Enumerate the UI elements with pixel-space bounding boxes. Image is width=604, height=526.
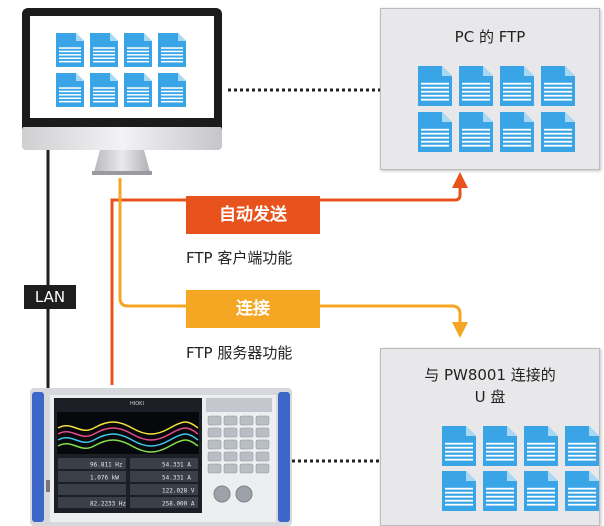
auto-send-arrowhead: [452, 172, 468, 188]
pc-file-icon: [56, 33, 84, 67]
keypad-key: [255, 415, 270, 426]
instrument-brand: HIOKI: [130, 401, 144, 407]
keypad-key: [239, 463, 254, 474]
readout-cell: [58, 458, 126, 469]
readout-value: 1.076 kW: [90, 475, 119, 482]
readout-cell: [130, 484, 198, 495]
keypad-key: [255, 463, 270, 474]
keypad-key: [239, 451, 254, 462]
keypad-key: [207, 439, 222, 450]
keypad-key: [207, 415, 222, 426]
pc-file-icon: [90, 73, 118, 107]
pc-ftp-box: PC 的 FTP: [380, 8, 600, 170]
readout-value: 54.331 A: [162, 475, 191, 482]
ftp-client-caption: FTP 客户端功能: [186, 249, 293, 267]
ftp-server-caption: FTP 服务器功能: [186, 344, 293, 362]
keypad-key: [255, 427, 270, 438]
keypad-key: [207, 463, 222, 474]
connect-arrowhead: [452, 322, 468, 338]
usb-box-title-line2: U 盘: [474, 388, 506, 406]
readout-cell: [130, 471, 198, 482]
keypad-key: [207, 451, 222, 462]
keypad-key: [223, 427, 238, 438]
pc-file-icon: [158, 33, 186, 67]
keypad-key: [255, 451, 270, 462]
pc-file-icon: [158, 73, 186, 107]
connect-badge: 连接: [186, 290, 320, 328]
lan-label: LAN: [24, 285, 76, 309]
pc-file-icon: [124, 33, 152, 67]
pc-file-icon: [90, 33, 118, 67]
readout-cell: [130, 497, 198, 508]
readout-cell: [58, 484, 126, 495]
keypad-key: [239, 427, 254, 438]
readout-cell: [58, 497, 126, 508]
readout-value: 54.331 A: [162, 462, 191, 469]
usb-storage-box: 与 PW8001 连接的 U 盘: [380, 348, 600, 526]
pc-ftp-title: PC 的 FTP: [454, 28, 526, 46]
readout-cell: [58, 471, 126, 482]
instrument-keypad: [207, 415, 270, 474]
readout-value: 82.2233 Hz: [90, 501, 127, 508]
power-analyzer: 96.811 Hz 54.331 A 1.076 kW 54.331 A 122.028…: [30, 388, 292, 526]
keypad-key: [223, 463, 238, 474]
auto-send-line: [110, 176, 462, 385]
readout-value: 122.028 V: [162, 488, 195, 495]
keypad-key: [223, 415, 238, 426]
pc-file-icon: [56, 73, 84, 107]
pc-file-grid: [56, 33, 186, 107]
readout-value: 258.000 A: [162, 501, 195, 508]
auto-send-badge: 自动发送: [186, 196, 320, 234]
keypad-key: [223, 451, 238, 462]
readout-cell: [130, 458, 198, 469]
usb-box-title-line1: 与 PW8001 连接的: [424, 366, 556, 384]
keypad-key: [239, 415, 254, 426]
keypad-key: [223, 439, 238, 450]
keypad-key: [255, 439, 270, 450]
pc-monitor: [22, 8, 222, 175]
instrument-readouts: 96.811 Hz 54.331 A 1.076 kW 54.331 A 122.028…: [58, 458, 198, 508]
keypad-key: [239, 439, 254, 450]
keypad-key: [207, 427, 222, 438]
pc-file-icon: [124, 73, 152, 107]
readout-value: 96.811 Hz: [90, 462, 123, 469]
